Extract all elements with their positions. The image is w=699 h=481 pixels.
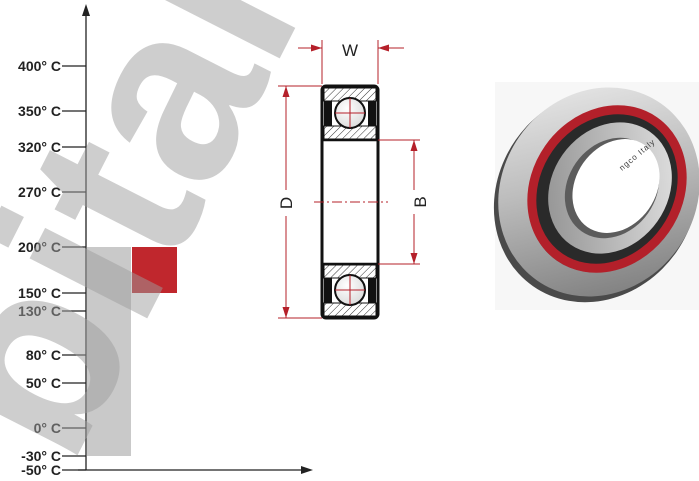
temperature-range-1 bbox=[132, 247, 177, 293]
temperature-ranges bbox=[87, 247, 177, 456]
temperature-ticks: 400° C 350° C 320° C 270° C 200° C 150° C 130°… bbox=[18, 58, 86, 478]
od-arrow-top-icon bbox=[282, 86, 290, 97]
tick-label: 200° C bbox=[18, 239, 61, 255]
seal-left-top bbox=[324, 101, 332, 126]
seal-right-top bbox=[368, 101, 376, 126]
tick-label: 80° C bbox=[26, 347, 61, 363]
temperature-range-0 bbox=[87, 247, 131, 456]
bearing-bottom-section bbox=[323, 264, 377, 317]
tick-label: 400° C bbox=[18, 58, 61, 74]
horizontal-axis-arrow-icon bbox=[301, 466, 313, 474]
tick-label: 270° C bbox=[18, 184, 61, 200]
bore-dimension: B bbox=[378, 139, 430, 265]
od-arrow-bottom-icon bbox=[282, 307, 290, 318]
red-seal-ring bbox=[527, 105, 687, 273]
bore-hole bbox=[572, 139, 660, 233]
tick-label: 130° C bbox=[18, 303, 61, 319]
tick-label: 350° C bbox=[18, 103, 61, 119]
seal-left-bottom bbox=[324, 278, 332, 303]
tick-label: 320° C bbox=[18, 139, 61, 155]
bore-arrow-bottom-icon bbox=[410, 253, 418, 264]
tick-label: 50° C bbox=[26, 375, 61, 391]
outer-diameter-label: D bbox=[277, 197, 296, 209]
tick-label: 0° C bbox=[34, 420, 61, 436]
tick-label: 150° C bbox=[18, 285, 61, 301]
bore-label: B bbox=[411, 196, 430, 207]
bearing-photo: ngco Italy bbox=[493, 82, 699, 310]
bore-arrow-top-icon bbox=[410, 140, 418, 151]
width-label: W bbox=[342, 41, 358, 60]
width-arrow-right-icon bbox=[378, 44, 389, 52]
width-dimension: W bbox=[298, 40, 404, 84]
seal-right-bottom bbox=[368, 278, 376, 303]
bearing-cross-section: W D B bbox=[277, 40, 430, 320]
temperature-scale: 400° C 350° C 320° C 270° C 200° C 150° C 130°… bbox=[18, 4, 313, 478]
tick-label: -50° C bbox=[21, 462, 61, 478]
bearing-top-section bbox=[323, 87, 377, 140]
vertical-axis-arrow-icon bbox=[82, 4, 90, 16]
outer-diameter-dimension: D bbox=[277, 85, 322, 319]
width-arrow-left-icon bbox=[311, 44, 322, 52]
tick-label: -30° C bbox=[21, 448, 61, 464]
